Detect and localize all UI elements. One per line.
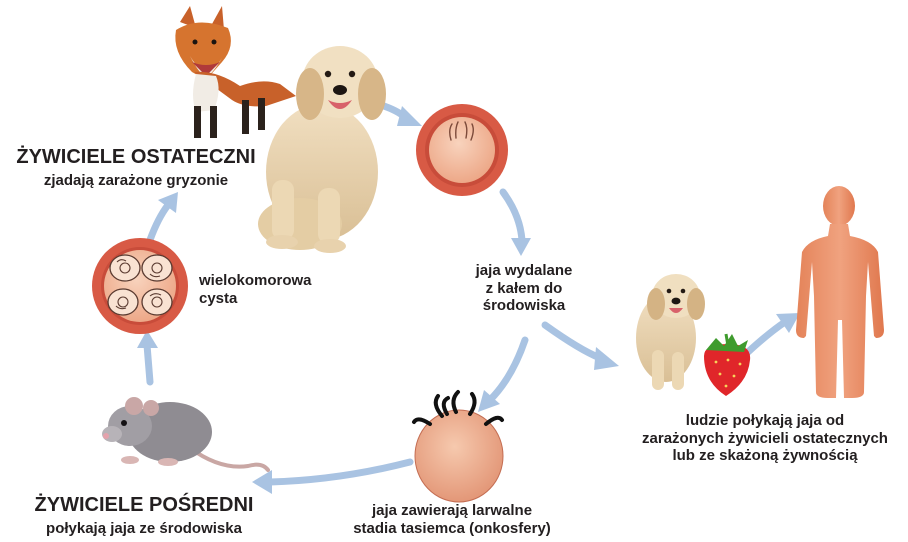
- arrow-oncosphere-to-rat: [270, 462, 410, 482]
- oncosphere-icon: [414, 392, 503, 502]
- oncospheres-line1: jaja zawierają larwalne: [326, 502, 578, 520]
- eggs-excreted-line3: środowiska: [452, 297, 596, 315]
- arrow-rat-to-cyst: [147, 345, 150, 382]
- cyst-icon: [92, 238, 188, 334]
- arrow-text-to-oncosphere: [490, 340, 525, 400]
- strawberry-icon: [704, 334, 750, 396]
- human-silhouette-icon: [796, 186, 884, 398]
- arrow-oncosphere-to-rat-head: [252, 470, 272, 494]
- fox-icon: [175, 6, 296, 138]
- small-dog-icon: [636, 274, 705, 390]
- humans-line2: zarażonych żywicieli ostatecznych: [630, 430, 900, 448]
- arrow-text-to-smalldog: [545, 325, 600, 358]
- eggs-excreted-line2: z kałem do: [452, 280, 596, 298]
- eggs-excreted-line1: jaja wydalane: [452, 262, 596, 280]
- intermediate-hosts-subtitle: połykają jaja ze środowiska: [18, 520, 270, 538]
- dog-icon: [258, 46, 386, 253]
- oncospheres-label: jaja zawierają larwalne stadia tasiemca …: [326, 502, 578, 537]
- oncospheres-line2: stadia tasiemca (onkosfery): [326, 520, 578, 538]
- cyst-label-line2: cysta: [199, 290, 312, 308]
- definitive-hosts-subtitle: zjadają zarażone gryzonie: [10, 172, 262, 190]
- cyst-label-line1: wielokomorowa: [199, 272, 312, 290]
- arrow-egg-to-text: [503, 192, 522, 240]
- arrow-dog-to-egg-head: [397, 106, 422, 126]
- intermediate-hosts-title: ŻYWICIELE POŚREDNI: [18, 494, 270, 518]
- eggs-excreted-label: jaja wydalane z kałem do środowiska: [452, 262, 596, 315]
- arrow-text-to-smalldog-head: [594, 347, 619, 370]
- rat-icon: [102, 397, 268, 470]
- arrow-egg-to-text-head: [511, 238, 531, 256]
- humans-line3: lub ze skażoną żywnością: [630, 447, 900, 465]
- arrow-cyst-to-hosts: [150, 205, 168, 240]
- egg-icon: [416, 104, 508, 196]
- humans-line1: ludzie połykają jaja od: [630, 412, 900, 430]
- definitive-hosts-title: ŻYWICIELE OSTATECZNI: [10, 146, 262, 170]
- humans-label: ludzie połykają jaja od zarażonych żywic…: [630, 412, 900, 465]
- arrow-strawberry-to-human: [748, 322, 785, 352]
- cyst-label: wielokomorowa cysta: [199, 272, 312, 307]
